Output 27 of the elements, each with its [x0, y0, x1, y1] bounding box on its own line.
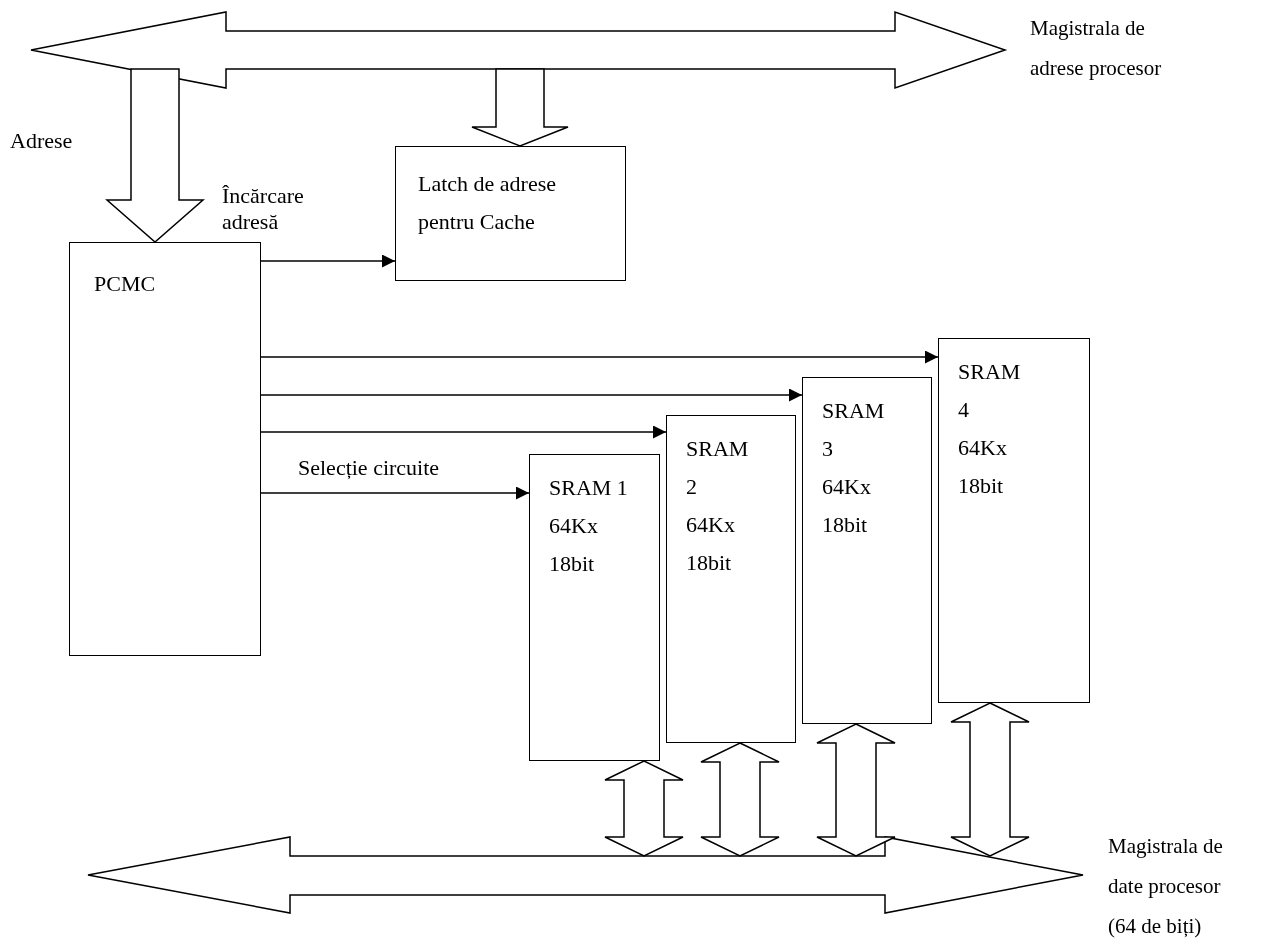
- block-box: [802, 377, 932, 724]
- arrow: [260, 388, 803, 402]
- box-label: SRAM 4 64Kx 18bit: [958, 358, 1021, 500]
- arrow: [260, 254, 396, 268]
- double-block-arrow: [700, 742, 780, 857]
- box-label: SRAM 2 64Kx 18bit: [686, 435, 749, 577]
- double-block-arrow: [604, 760, 684, 857]
- double-block-arrow: [950, 702, 1030, 857]
- double-block-arrow: [816, 723, 896, 857]
- box-label: SRAM 1 64Kx 18bit: [549, 474, 629, 578]
- bus-arrow: [29, 10, 1007, 90]
- box-label: PCMC: [94, 270, 157, 298]
- block-box: [529, 454, 660, 761]
- box-label: SRAM 3 64Kx 18bit: [822, 397, 885, 539]
- bus-label: Magistrala de date procesor (64 de biți): [1108, 833, 1224, 940]
- arrow: [260, 486, 530, 500]
- block-box: [938, 338, 1090, 703]
- arrow: [260, 350, 939, 364]
- block-box: [666, 415, 796, 743]
- block-arrow: [471, 68, 569, 147]
- arrow: [260, 425, 667, 439]
- bus-arrow: [86, 835, 1085, 915]
- bus-label: Magistrala de adrese procesor: [1030, 15, 1163, 82]
- block-arrow: [105, 68, 205, 243]
- box-label: Latch de adrese pentru Cache: [418, 170, 558, 236]
- block-box: [69, 242, 261, 656]
- block-box: [395, 146, 626, 281]
